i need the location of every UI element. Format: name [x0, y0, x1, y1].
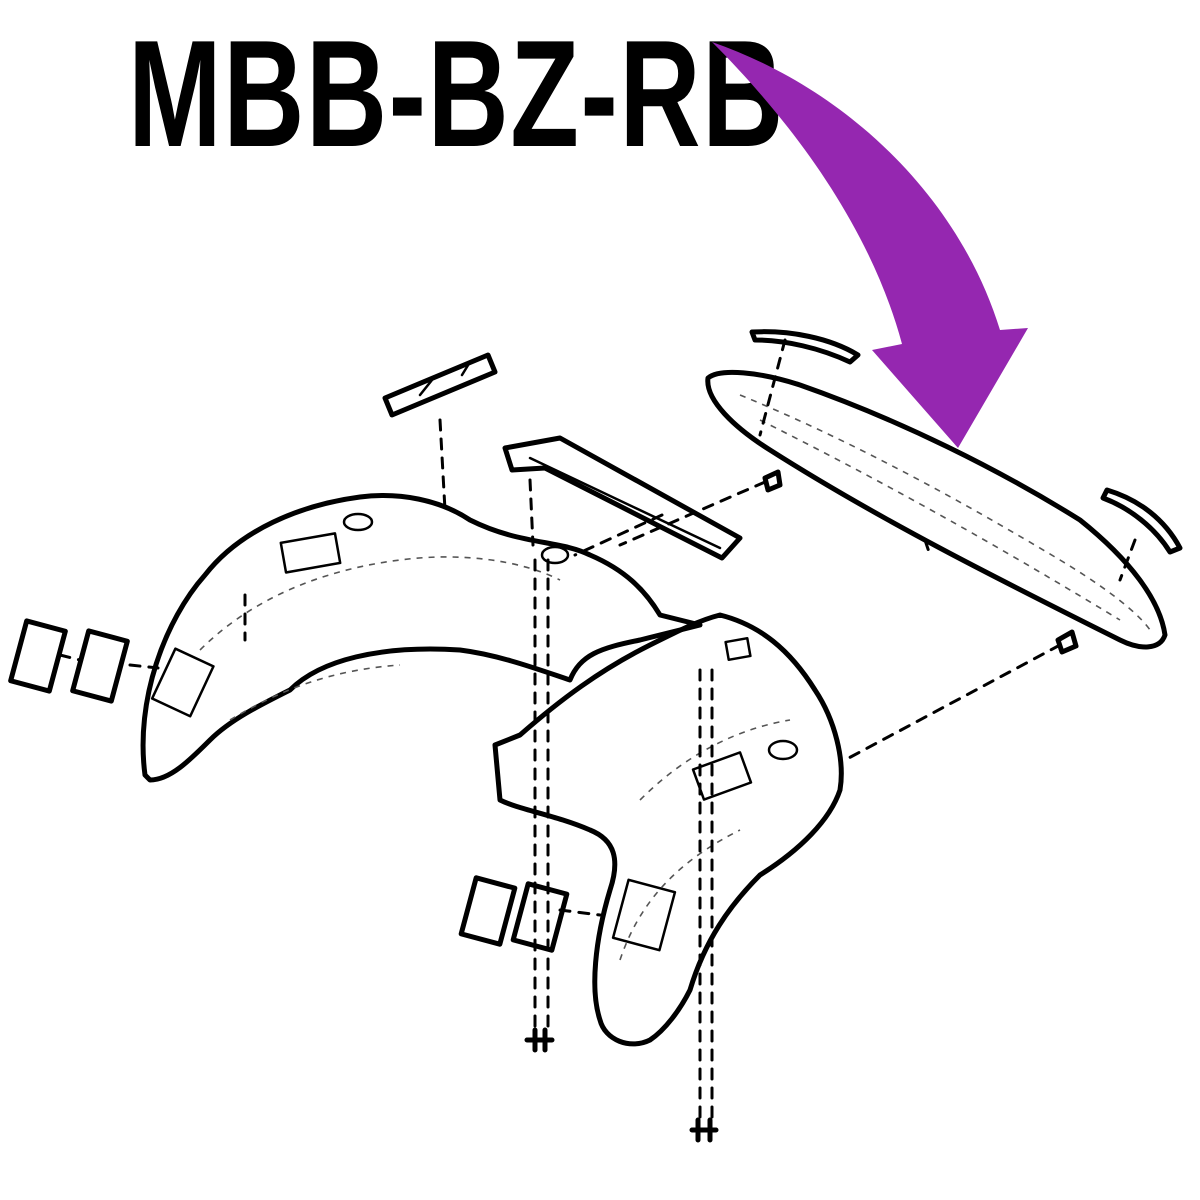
assembly-guide-lines [58, 338, 1137, 1127]
end-cap-left [749, 329, 861, 365]
pad-icon [8, 618, 570, 953]
left-fender-half [140, 493, 703, 783]
curved-arrow-icon [712, 42, 1028, 448]
rear-rack-bar [705, 369, 1168, 650]
top-bracket [382, 352, 498, 418]
middle-rail [502, 435, 743, 561]
bolt-icon [524, 469, 1079, 1143]
right-fender-half [492, 612, 844, 1047]
part-number-label: MBB-BZ-RB [128, 9, 785, 179]
end-cap-right [1100, 487, 1183, 555]
